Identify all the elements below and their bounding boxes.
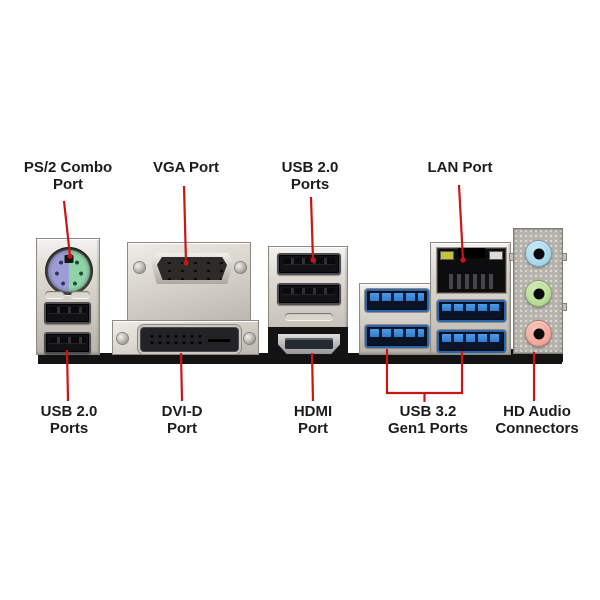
label-line: Ports <box>49 419 89 437</box>
ps2-usb2-bracket <box>36 238 100 355</box>
vent-slot <box>45 291 64 298</box>
vga-port <box>151 253 233 284</box>
lan-port <box>437 248 506 293</box>
hdmi-port <box>278 334 340 354</box>
usb2-port <box>44 332 91 354</box>
audio-jack-mic-in <box>525 320 552 347</box>
label-line: PS/2 Combo <box>23 159 113 176</box>
dvi-screw-left <box>117 333 128 344</box>
label-hdmi-port: HDMI Port <box>293 403 333 437</box>
audio-jack-line-out <box>525 280 552 307</box>
vga-bracket <box>127 242 251 321</box>
usb32-gen1-port <box>437 330 506 353</box>
label-dvi-d-port: DVI-D Port <box>161 403 203 437</box>
vga-screw-left <box>134 262 145 273</box>
label-line: Ports <box>290 175 330 193</box>
usb32-gen1-port <box>365 289 429 312</box>
label-line: DVI-D <box>161 403 203 420</box>
label-vga-port: VGA Port <box>152 159 220 177</box>
vent-slot <box>285 313 333 320</box>
bracket-tab <box>562 303 567 311</box>
usb32-bracket <box>359 283 433 355</box>
label-usb32-gen1-ports: USB 3.2 Gen1 Ports <box>387 403 469 437</box>
lan-led-right <box>489 251 503 260</box>
usb32-gen1-port <box>365 325 429 348</box>
audio-jack-line-in <box>525 240 552 267</box>
label-line: LAN Port <box>427 159 493 176</box>
ps2-port-face <box>48 250 90 292</box>
usb2-port <box>44 302 91 324</box>
label-line: USB 3.2 <box>399 403 457 420</box>
dvi-bracket <box>112 320 259 355</box>
label-usb2-ports-top: USB 2.0 Ports <box>281 159 339 193</box>
label-usb2-ports-bottom: USB 2.0 Ports <box>40 403 98 437</box>
vga-screw-right <box>235 262 246 273</box>
label-line: VGA Port <box>152 159 220 176</box>
label-line: Gen1 Ports <box>387 419 469 437</box>
usb2-port <box>277 283 341 305</box>
ps2-combo-port <box>45 247 93 295</box>
label-ps2-combo-port: PS/2 Combo Port <box>23 159 113 193</box>
label-line: Port <box>297 419 328 437</box>
audio-bracket <box>509 228 567 354</box>
pcb-edge-bar <box>38 353 562 364</box>
lan-led-left <box>440 251 454 260</box>
usb32-gen1-port <box>437 300 506 322</box>
vent-slot <box>71 291 90 298</box>
dvi-d-port <box>140 327 239 352</box>
bracket-tab <box>562 253 567 261</box>
lan-usb32-bracket <box>430 242 511 355</box>
label-line: HD Audio <box>503 403 571 420</box>
label-line: USB 2.0 <box>40 403 98 420</box>
label-line: Connectors <box>495 419 579 437</box>
label-lan-port: LAN Port <box>427 159 493 177</box>
usb2-hdmi-bracket <box>268 246 348 355</box>
label-line: HDMI <box>293 403 333 420</box>
label-line: USB 2.0 <box>281 159 339 176</box>
usb2-port <box>277 253 341 275</box>
label-line: Port <box>167 419 197 437</box>
bracket-tab <box>509 253 514 261</box>
label-line: Port <box>52 175 83 193</box>
dvi-screw-right <box>244 333 255 344</box>
label-hd-audio-connectors: HD Audio Connectors <box>495 403 579 437</box>
